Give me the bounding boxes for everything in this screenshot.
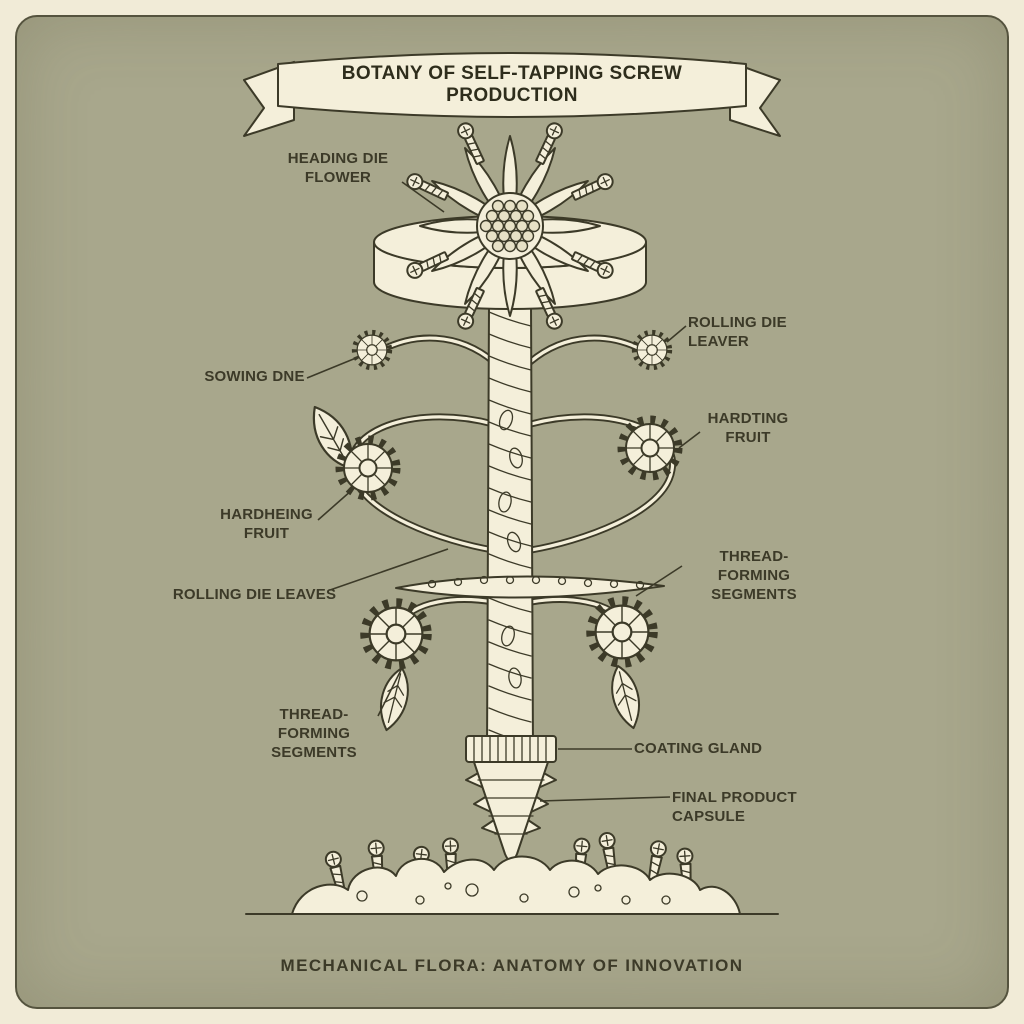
threaded-stem <box>486 304 534 753</box>
title-banner-ribbon <box>243 52 781 137</box>
heading-die-flower-illustration <box>373 119 647 333</box>
label-thread-forming-segments-left: THREAD-FORMING SEGMENTS <box>271 706 357 761</box>
soil-mound <box>245 830 779 915</box>
studded-crossbar <box>395 575 665 599</box>
final-product-capsule-illustration <box>465 761 557 862</box>
bottom-caption: MECHANICAL FLORA: ANATOMY OF INNOVATION <box>280 956 744 975</box>
label-rolling-die-leaver: ROLLING DIE LEAVER <box>688 314 787 350</box>
label-final-product-capsule: FINAL PRODUCT CAPSULE <box>672 789 797 825</box>
label-hardheing-fruit: HARDHEING FRUIT <box>220 506 313 542</box>
label-thread-forming-segments-right: THREAD-FORMING SEGMENTS <box>711 548 797 603</box>
leader-lines <box>306 181 701 802</box>
label-coating-gland: COATING GLAND <box>634 740 763 757</box>
coating-gland-illustration <box>465 735 557 763</box>
label-rolling-die-leaves: ROLLING DIE LEAVES <box>172 586 337 603</box>
page-title: BOTANY OF SELF-TAPPING SCREW PRODUCTION <box>341 63 683 106</box>
label-sowing-dne: SOWING DNE <box>204 368 305 385</box>
label-hardting-fruit: HARDTING FRUIT <box>707 410 789 446</box>
label-heading-die-flower: HEADING DIE FLOWER <box>287 150 389 186</box>
